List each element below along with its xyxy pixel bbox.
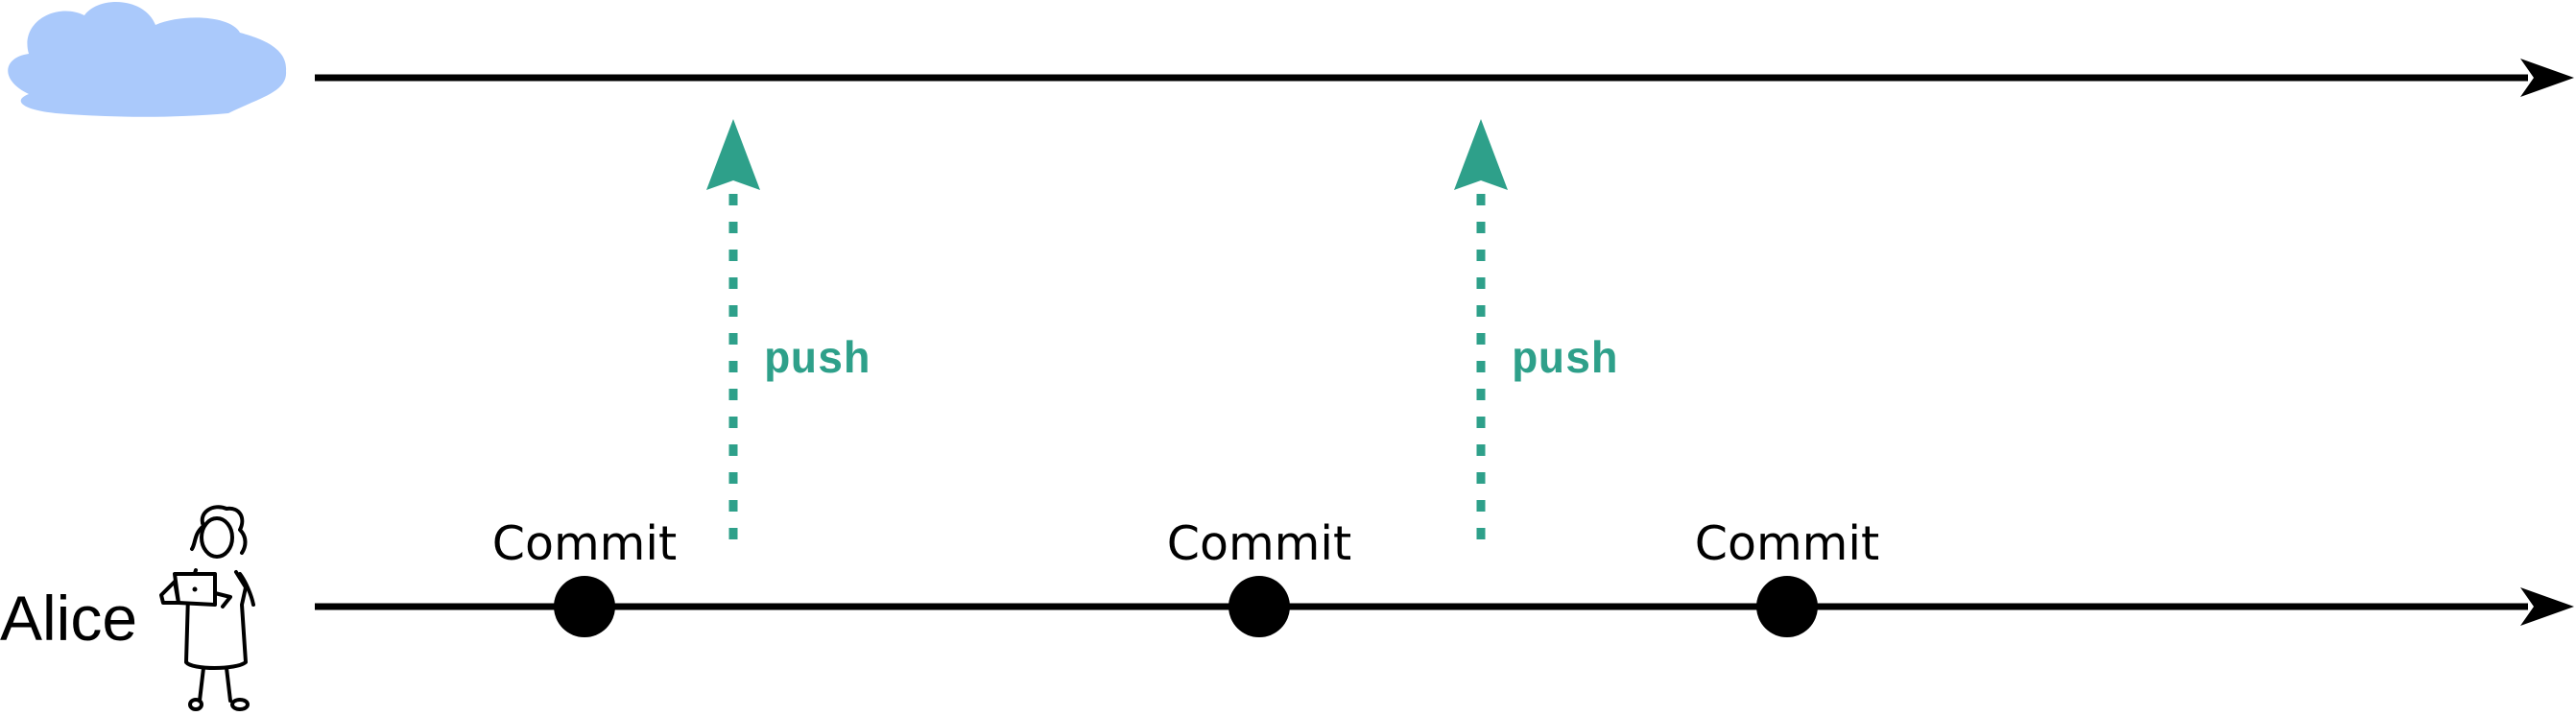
commit-dot [1756, 576, 1818, 637]
commit-label: Commit [1167, 516, 1351, 571]
commit-label: Commit [492, 516, 677, 571]
push-arrow-2: push [1454, 119, 1617, 539]
person-with-laptop-icon [159, 505, 255, 711]
push-arrowhead [706, 119, 760, 190]
commit-dot [554, 576, 615, 637]
push-arrow-1: push [706, 119, 870, 539]
remote-timeline-arrowhead [2520, 59, 2574, 97]
commit-node-2: Commit [1167, 516, 1351, 637]
local-timeline-arrowhead [2520, 587, 2574, 626]
push-label: push [1512, 336, 1617, 386]
cloud-icon [8, 2, 287, 117]
commit-node-1: Commit [492, 516, 677, 637]
push-label: push [764, 336, 870, 386]
commit-node-3: Commit [1695, 516, 1879, 637]
commit-label: Commit [1695, 516, 1879, 571]
commit-dot [1228, 576, 1290, 637]
person-name-label: Alice [0, 583, 137, 654]
push-arrowhead [1454, 119, 1508, 190]
